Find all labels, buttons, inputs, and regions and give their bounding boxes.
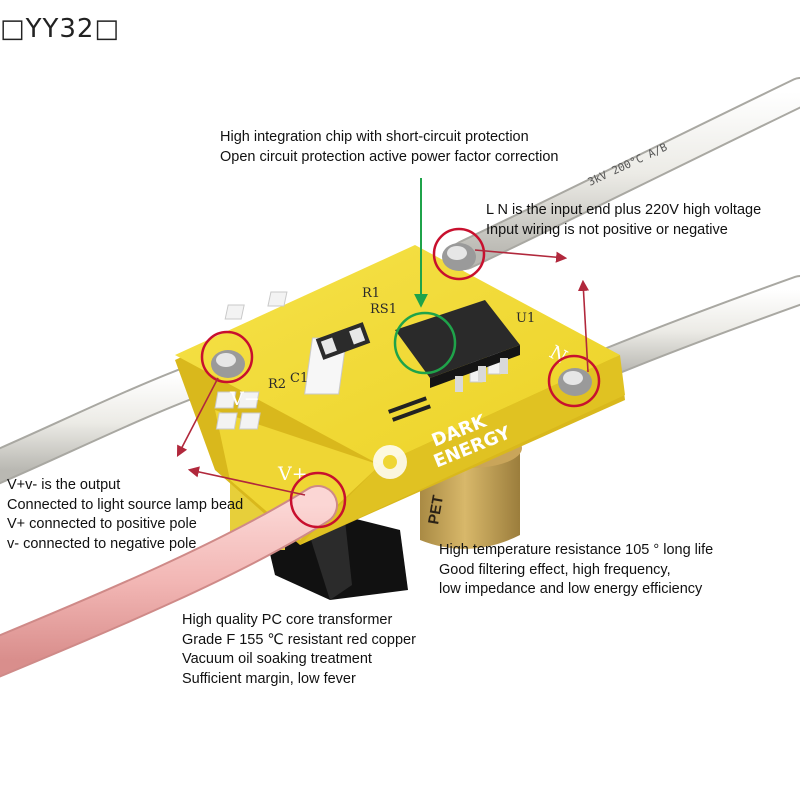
annotation-line: L N is the input end plus 220V high volt… <box>486 202 762 218</box>
silk-v-minus: V− <box>229 388 260 410</box>
arrow-output-v-minus <box>176 377 219 457</box>
output-wire-v-minus <box>0 358 227 485</box>
callout-circle-n <box>547 354 601 408</box>
arrow-input-n <box>577 279 590 373</box>
callout-circle-chip <box>393 311 457 375</box>
arrow-input-l <box>474 249 568 263</box>
annotation-output: V+v- is the output Connected to light so… <box>7 476 243 554</box>
silk-r1: R1 <box>362 286 380 301</box>
arrow-output-v-plus <box>187 466 306 496</box>
annotation-line: High temperature resistance 105 ° long l… <box>439 542 714 558</box>
callout-circle-v-plus <box>289 471 347 529</box>
annotation-line: V+v- is the output <box>7 477 121 493</box>
resistor-rs1 <box>315 322 371 360</box>
annotation-chip: High integration chip with short-circuit… <box>220 128 558 167</box>
annotation-line: Vacuum oil soaking treatment <box>182 651 372 667</box>
silk-rs1: RS1 <box>370 302 397 317</box>
annotation-line: v- connected to negative pole <box>7 535 197 552</box>
output-wire-v-plus <box>0 485 338 678</box>
annotation-line: Connected to light source lamp bead <box>7 496 244 513</box>
capacitor-print: PET <box>425 494 447 526</box>
annotation-line: Open circuit protection active power fac… <box>220 148 559 165</box>
watermark: □YY32□ <box>0 14 120 44</box>
silk-c1: C1 <box>290 371 308 386</box>
annotation-line: High quality PC core transformer <box>182 612 393 628</box>
annotation-capacitor: High temperature resistance 105 ° long l… <box>439 541 713 600</box>
annotation-line: Grade F 155 ℃ resistant red copper <box>182 631 416 648</box>
annotation-line: low impedance and low energy efficiency <box>439 581 703 597</box>
callout-circle-v-minus <box>200 330 254 384</box>
callout-circles <box>200 227 601 529</box>
board-traces <box>388 396 431 422</box>
annotation-line: Good filtering effect, high frequency, <box>439 561 671 578</box>
silk-r2: R2 <box>268 377 286 392</box>
annotation-input: L N is the input end plus 220V high volt… <box>486 201 761 240</box>
annotation-line: Sufficient margin, low fever <box>182 670 356 687</box>
annotation-transformer: High quality PC core transformer Grade F… <box>182 611 416 689</box>
silk-v-plus: V+ <box>277 463 308 485</box>
annotation-line: Input wiring is not positive or negative <box>486 221 728 238</box>
silk-u1: U1 <box>516 311 535 326</box>
annotation-line: V+ connected to positive pole <box>7 516 197 532</box>
driver-chip-u1 <box>395 300 520 392</box>
brand-logo: DARK ENERGY <box>373 410 515 479</box>
annotation-line: High integration chip with short-circuit… <box>220 129 529 145</box>
callout-circle-l <box>432 227 486 281</box>
